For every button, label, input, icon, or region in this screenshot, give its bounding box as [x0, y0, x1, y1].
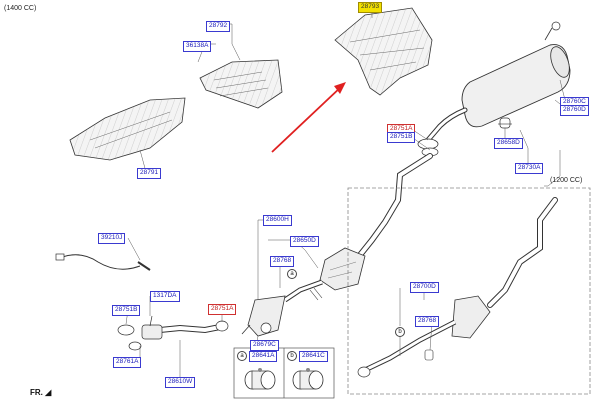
pipe-1200: [357, 197, 558, 378]
part-label-28751A-bottom[interactable]: 28751A: [208, 304, 237, 315]
part-label-36138A[interactable]: 36138A: [183, 41, 212, 52]
callout-b-diagram: b: [395, 327, 405, 337]
part-label-28768-left[interactable]: 28768: [270, 256, 295, 267]
front-pipe: [117, 315, 229, 351]
part-label-28641A[interactable]: 28641A: [249, 351, 278, 362]
leader-lines: [125, 6, 566, 380]
front-arrow-icon: ◢: [45, 388, 52, 397]
part-label-28761A[interactable]: 28761A: [113, 357, 142, 368]
part-label-28730A[interactable]: 28730A: [515, 163, 544, 174]
clamp-b-drawing: [292, 368, 324, 390]
part-label-28751B-bottom[interactable]: 28751B: [112, 305, 141, 316]
part-label-28791[interactable]: 28791: [137, 168, 162, 179]
part-label-28768-right[interactable]: 28768: [415, 316, 440, 327]
red-pointer-arrow: [271, 82, 346, 153]
part-label-39210J[interactable]: 39210J: [98, 233, 126, 244]
heat-shield-28791: [69, 97, 186, 161]
part-label-28751B-top[interactable]: 28751B: [387, 132, 416, 143]
callout-a-diagram: a: [287, 269, 297, 279]
part-label-28760D[interactable]: 28760D: [560, 105, 589, 116]
rear-muffler: [425, 21, 571, 143]
part-label-28700D[interactable]: 28700D: [410, 282, 439, 293]
heat-shield-28793: [334, 7, 433, 96]
part-label-28600H[interactable]: 28600H: [263, 215, 292, 226]
callout-b-box: b: [287, 351, 297, 361]
part-label-28793[interactable]: 28793: [358, 2, 383, 13]
variant-label-1200: (1200 CC): [550, 177, 583, 184]
part-label-28610W[interactable]: 28610W: [165, 377, 196, 388]
part-label-28679C[interactable]: 28679C: [250, 340, 279, 351]
variant-1200-box: [347, 187, 591, 395]
part-label-28658D[interactable]: 28658D: [494, 138, 523, 149]
flange-gasket-top: [417, 138, 439, 157]
part-label-28641C[interactable]: 28641C: [299, 351, 328, 362]
oxygen-sensor-cable: [55, 253, 151, 271]
heat-shield-28792: [199, 59, 283, 109]
center-pipe: [283, 153, 433, 303]
catalytic-converter-1400: [241, 295, 286, 337]
front-orientation-label: FR. ◢: [30, 388, 51, 397]
part-label-1317DA[interactable]: 1317DA: [150, 291, 180, 302]
callout-a-box: a: [237, 351, 247, 361]
part-label-28650D[interactable]: 28650D: [290, 236, 319, 247]
part-label-28792[interactable]: 28792: [206, 21, 231, 32]
clamp-a-drawing: [244, 368, 276, 390]
front-orientation-text: FR.: [30, 388, 43, 397]
variant-label-1400: (1400 CC): [4, 5, 37, 12]
